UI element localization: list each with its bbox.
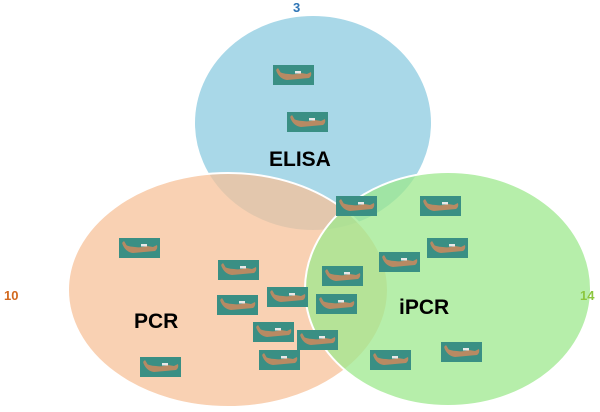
elisa-count: 3: [293, 0, 301, 15]
mandible-specimen-photo-icon: [218, 260, 259, 280]
mandible-specimen-photo-icon: [336, 196, 377, 216]
mandible-specimen-photo-icon: [140, 357, 181, 377]
pcr-count: 10: [4, 288, 19, 303]
specimen-group: [119, 65, 482, 377]
mandible-specimen-photo-icon: [273, 65, 314, 85]
mandible-specimen-photo-icon: [253, 322, 294, 342]
mandible-specimen-photo-icon: [322, 266, 363, 286]
elisa-label: ELISA: [269, 148, 331, 171]
mandible-specimen-photo-icon: [441, 342, 482, 362]
ipcr-count: 14: [580, 288, 595, 303]
mandible-specimen-photo-icon: [370, 350, 411, 370]
mandible-specimen-photo-icon: [287, 112, 328, 132]
mandible-specimen-photo-icon: [379, 252, 420, 272]
mandible-specimen-photo-icon: [427, 238, 468, 258]
ipcr-label: iPCR: [399, 296, 450, 319]
mandible-specimen-photo-icon: [267, 287, 308, 307]
mandible-specimen-photo-icon: [119, 238, 160, 258]
pcr-label: PCR: [134, 310, 179, 333]
mandible-specimen-photo-icon: [420, 196, 461, 216]
mandible-specimen-photo-icon: [259, 350, 300, 370]
mandible-specimen-photo-icon: [316, 294, 357, 314]
mandible-specimen-photo-icon: [217, 295, 258, 315]
mandible-specimen-photo-icon: [297, 330, 338, 350]
